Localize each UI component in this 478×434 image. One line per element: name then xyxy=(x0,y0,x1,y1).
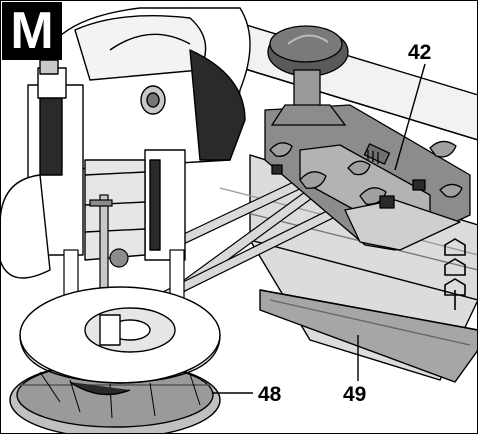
callout-guide-rail: 49 xyxy=(343,383,367,406)
stop-knob xyxy=(267,25,349,126)
router-base xyxy=(9,286,221,434)
callout-router-base: 48 xyxy=(258,383,282,406)
router-motor-housing xyxy=(0,7,251,279)
direction-arrow-icon xyxy=(444,238,466,310)
callout-guide-rail-adapter: 42 xyxy=(408,41,432,64)
guide-rail-adapter xyxy=(264,104,471,251)
leader-42 xyxy=(394,63,426,171)
figure-badge: M xyxy=(2,2,62,60)
leader-lines xyxy=(212,63,426,394)
